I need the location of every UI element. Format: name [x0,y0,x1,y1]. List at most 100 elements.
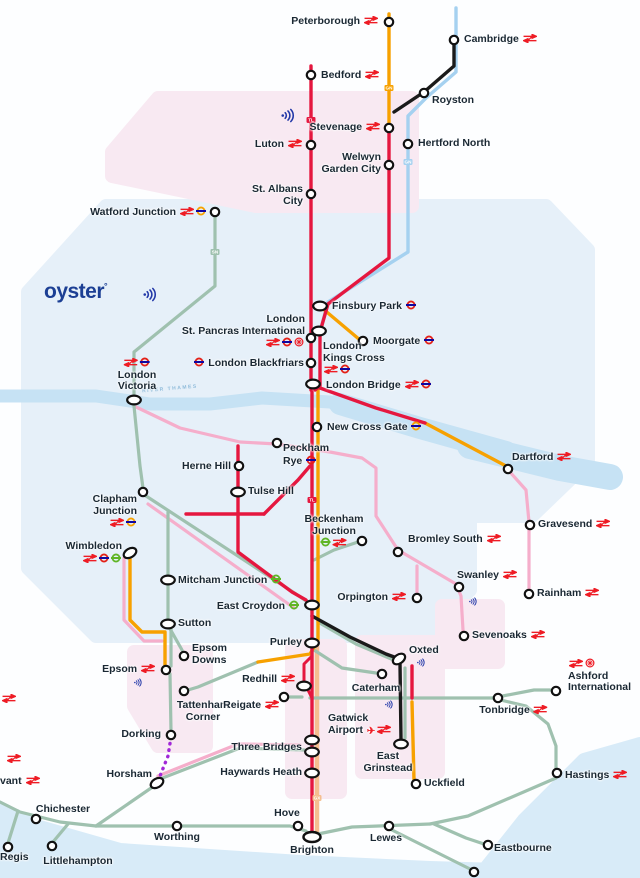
line-sage-arun-valley [94,784,156,828]
station-marker-wimbledon [122,546,138,560]
station-label-caterham: Caterham [351,682,401,694]
station-label-london-bridge: London Bridge [326,379,432,392]
station-marker-epsom-downs [178,650,190,662]
station-marker-st-albans-city [305,188,317,200]
route-code-chip: GX [312,795,322,801]
station-label-stevenage: Stevenage [310,121,382,134]
nr-icon [264,337,282,348]
station-marker-redhill [296,680,312,692]
station-marker-chichester [30,813,42,825]
tram-icon [320,537,331,547]
station-marker-reigate [278,691,290,703]
svg-text:TL: TL [308,118,314,123]
station-label-bognor-regis-partial: Regis [0,851,29,863]
nr-icon [139,663,157,674]
station-marker-uckfield [410,778,422,790]
station-label-cambridge: Cambridge [464,33,538,46]
station-label-three-bridges: Three Bridges [231,741,302,753]
station-marker-hastings [551,767,563,779]
nr-icon [178,206,196,217]
route-code-chip: TL [306,117,316,123]
station-marker-mitcham-junction [160,574,176,586]
station-marker-lewes [383,820,395,832]
line-sage-tonbridge-hastings [490,696,558,770]
station-marker-littlehampton [46,840,58,852]
line-pink-clapham-croydon [146,502,296,610]
station-marker-eastbourne [482,839,494,851]
station-label-finsbury-park: Finsbury Park [332,300,417,313]
station-marker-royston [418,87,430,99]
station-marker-tattenham-corner [178,685,190,697]
nr-icon [594,518,612,529]
station-label-redhill: Redhill [242,673,297,686]
station-marker-london-blackfriars [305,357,317,369]
station-label-luton: Luton [255,138,304,151]
station-marker-dorking [165,729,177,741]
station-marker-cambridge [448,34,460,46]
station-marker-haywards-heath [304,767,320,779]
region-contactless-sevenoaks [435,599,505,669]
station-label-edge-station-nr-2 [5,753,23,766]
ctl-icon [469,597,478,606]
line-orange-wimbledon-epsom [128,550,167,668]
nr-icon [108,517,126,528]
station-label-horsham: Horsham [106,768,152,780]
station-label-epsom: Epsom [102,663,157,676]
station-label-tulse-hill: Tulse Hill [248,485,294,497]
nr-icon [376,723,393,735]
oyster-logo: oyster° [44,280,108,303]
line-black-cambridge [392,38,456,114]
station-label-worthing: Worthing [154,831,200,843]
station-label-oyster-waves [142,287,159,305]
line-pink-dartford-rainham [507,469,531,594]
line-red-londonbridge-se [318,386,427,425]
station-marker-peckham-rye [271,437,283,449]
nr-icon [529,629,547,640]
lu-icon [424,335,435,345]
nr-icon [567,658,585,669]
line-red-tulse-vertical [236,444,308,602]
nr-icon [122,357,140,368]
line-sage-seaford [390,828,472,871]
line-sage-beckenham-tram [312,540,360,562]
lu-icon [405,300,416,310]
station-label-bedford: Bedford [321,69,381,82]
plane-icon: ✈ [366,725,376,737]
station-label-rainham: Rainham [537,587,601,600]
line-sage-purley-caterham [312,648,378,675]
station-label-chichester: Chichester [35,803,91,815]
nr-icon [24,775,41,786]
station-marker-tonbridge [492,692,504,704]
station-marker-moorgate [357,335,369,347]
station-label-swanley: Swanley [457,569,519,582]
nr-icon [263,699,281,710]
station-label-hertford-north: Hertford North [418,137,491,149]
station-label-royston: Royston [432,94,474,106]
lu-icon [194,357,205,367]
nr-icon [81,552,99,564]
lu-icon [282,337,292,347]
line-black-oxted-eastgrinstead [398,661,403,742]
line-orange-uckfield [410,700,416,782]
station-label-sutton: Sutton [178,617,212,629]
station-label-contactless-marker-sevenoaks [468,597,479,609]
river-thames-2 [457,433,623,490]
region-contactless-north [105,91,419,213]
station-marker-worthing [171,820,183,832]
route-code-chip: GN [403,159,413,165]
nr-icon [364,121,382,132]
nr-icon [584,587,601,598]
station-label-london-blackfriars: London Blackfriars [193,357,304,370]
station-marker-caterham [376,668,388,680]
svg-text:SN: SN [212,250,219,255]
station-marker-luton [305,139,317,151]
station-marker-hove [292,820,304,832]
station-marker-gatwick-airport [304,734,320,746]
station-label-moorgate: Moorgate [373,335,435,348]
